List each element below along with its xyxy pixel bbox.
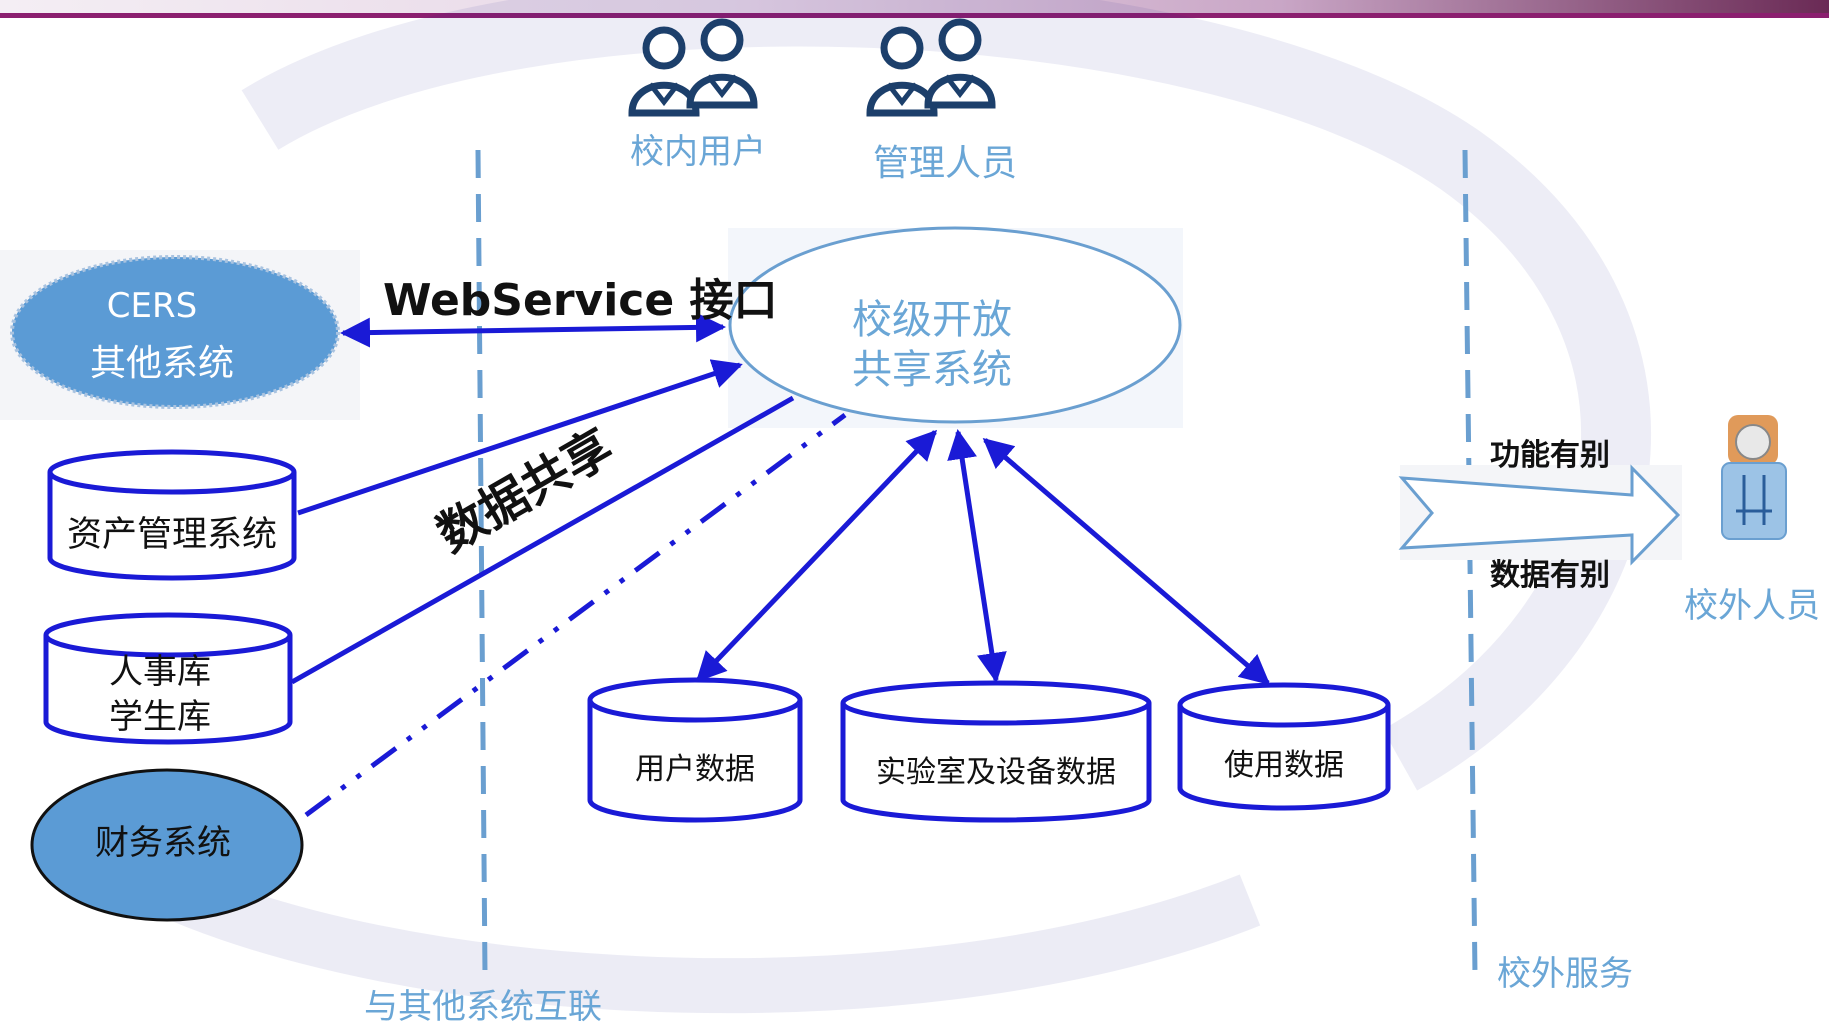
core-to-lab-data-arrow: [947, 429, 1007, 683]
user-data-db: [587, 677, 803, 823]
divider-right: [1462, 149, 1478, 976]
divider-left: [475, 149, 488, 976]
function-diff-label: 功能有别: [1490, 438, 1610, 473]
external-users-label: 校外人员: [1684, 586, 1820, 626]
background-watermark: [63, 0, 1651, 1014]
data-sharing-label: 数据共享: [428, 419, 622, 564]
core-system-title-line1: 校级开放: [852, 297, 1012, 343]
admin-users-label: 管理人员: [873, 143, 1017, 184]
webservice-label: WebService 接口: [383, 275, 778, 326]
external-service-zone-label: 校外服务: [1497, 954, 1633, 994]
user-group-icon: [628, 18, 758, 117]
internal-users-label: 校内用户: [630, 132, 766, 172]
asset-to-core-arrow: [297, 359, 743, 516]
finance-label: 财务系统: [95, 823, 231, 863]
student-db-label: 学生库: [109, 697, 211, 737]
hr-db-label: 人事库: [109, 652, 211, 692]
usage-data-db: [1177, 682, 1391, 811]
interconnect-zone-label: 与其他系统互联: [364, 987, 602, 1025]
core-to-usage-data-arrow: [982, 438, 1271, 685]
usage-data-label: 使用数据: [1224, 748, 1344, 783]
data-diff-label: 数据有别: [1490, 558, 1610, 593]
lab-data-label: 实验室及设备数据: [876, 755, 1116, 790]
user-group-icon: [866, 18, 996, 117]
hr-student-db: [43, 612, 293, 745]
core-system-ellipse: [728, 226, 1182, 424]
core-to-user-data-arrow: [695, 429, 938, 683]
core-system-title-line2: 共享系统: [852, 347, 1012, 393]
cers-ellipse: [10, 255, 340, 409]
webservice-arrow: [340, 312, 726, 348]
cers-subtitle: 其他系统: [90, 343, 234, 384]
person-icon: [1721, 415, 1787, 540]
lab-data-db: [840, 680, 1152, 823]
asset-system-label: 资产管理系统: [67, 515, 277, 555]
cers-title: CERS: [107, 286, 197, 326]
service-arrow: [1398, 464, 1681, 566]
user-data-label: 用户数据: [635, 752, 755, 787]
top-banner: [0, 0, 1829, 18]
finance-ellipse: [30, 768, 304, 922]
asset-system-db: [47, 449, 297, 581]
